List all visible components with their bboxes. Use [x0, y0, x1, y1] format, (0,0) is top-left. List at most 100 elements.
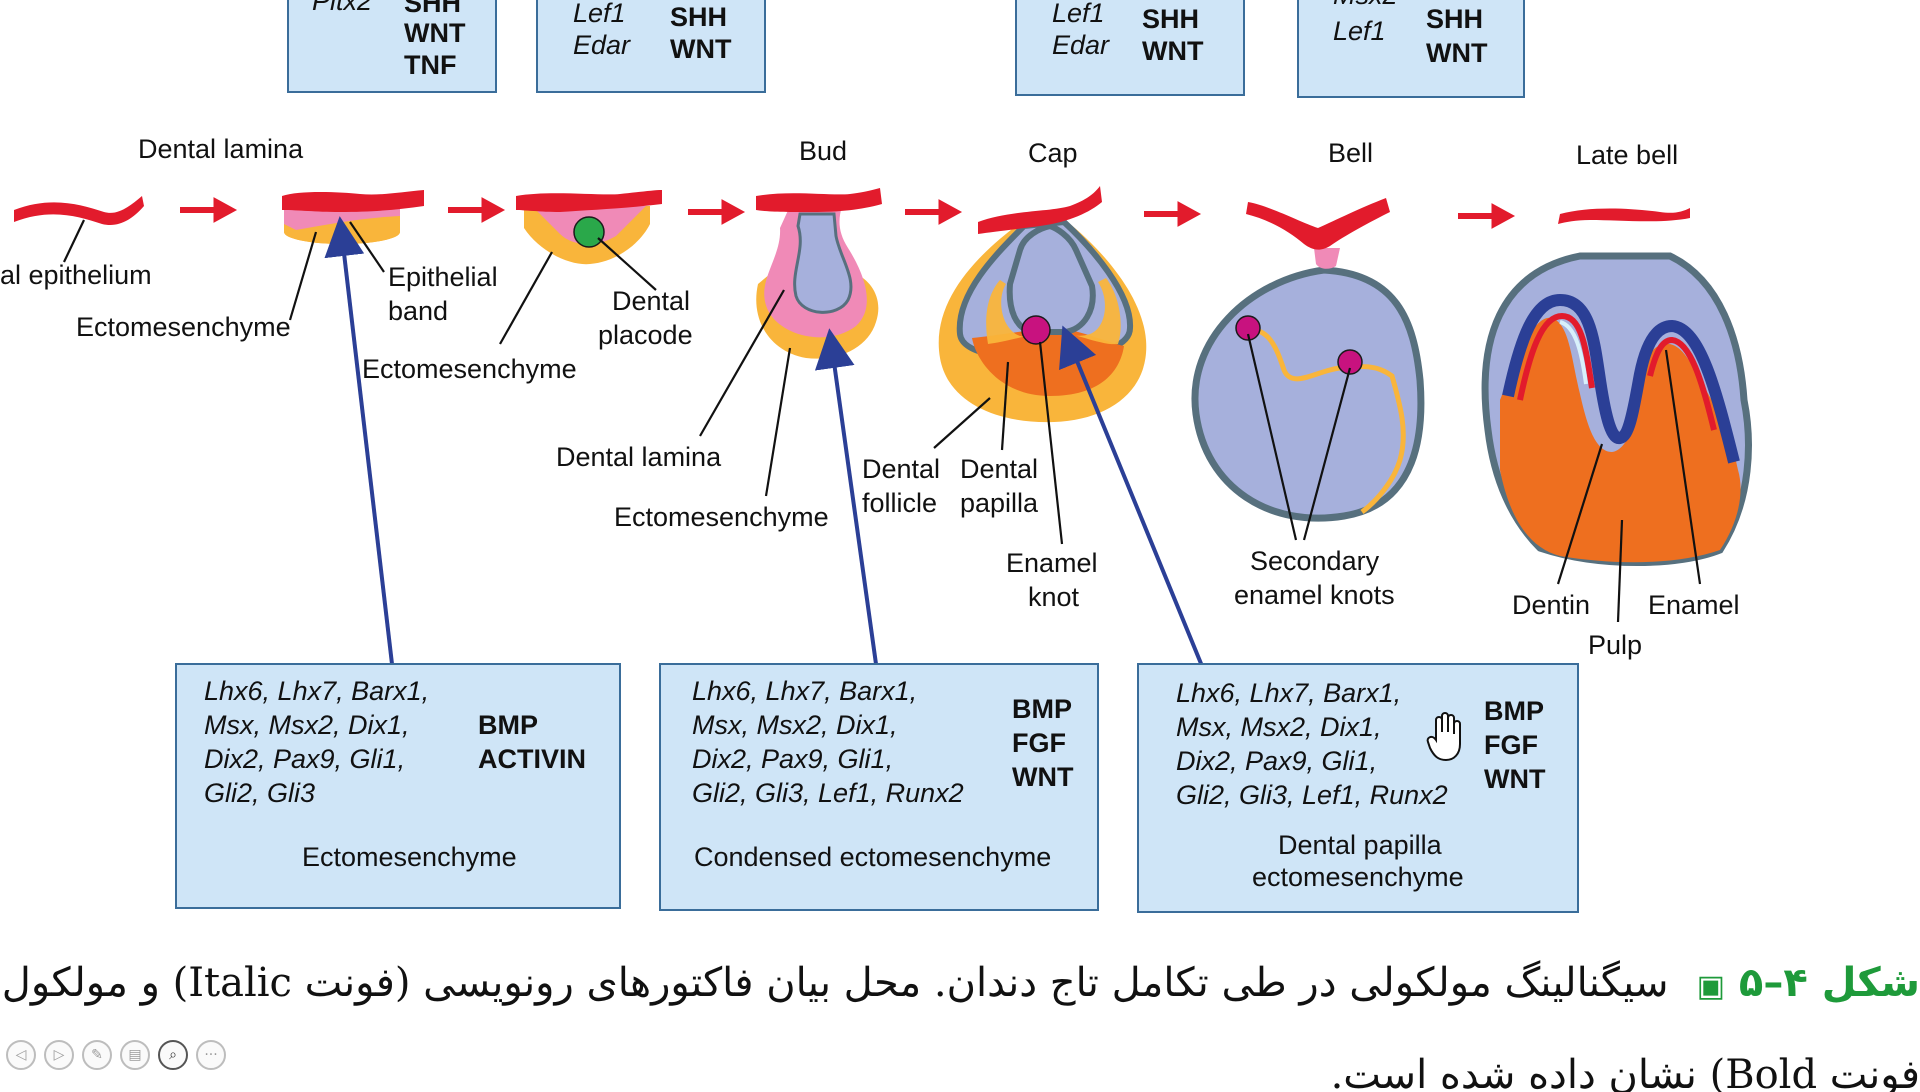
- top-box-1-factor-3: TNF: [404, 50, 456, 80]
- label-dentin: Dentin: [1512, 590, 1590, 620]
- bottom-box-ectomesenchyme: Lhx6, Lhx7, Barx1, Msx, Msx2, Dix1, Dix2…: [175, 663, 621, 909]
- stage-late-bell: Late bell: [1576, 140, 1678, 170]
- stage-arrow-5: [1144, 201, 1202, 227]
- box2-title: Condensed ectomesenchyme: [694, 842, 1051, 872]
- top-box-4-factor-2: WNT: [1426, 38, 1488, 68]
- stage-dental-lamina: Dental lamina: [138, 134, 304, 164]
- zoom-icon[interactable]: ⌕: [158, 1040, 188, 1070]
- box2-genes-3: Dix2, Pax9, Gli1,: [692, 744, 893, 774]
- top-box-1-factor-1: SHH: [404, 0, 461, 18]
- pages-icon[interactable]: ▤: [120, 1040, 150, 1070]
- hand-cursor-icon: [1426, 712, 1461, 762]
- caption-figure-number: شکل ۴–۵: [1738, 960, 1920, 1006]
- late-bell-drawing: [1481, 208, 1752, 623]
- box3-factor-2: FGF: [1484, 730, 1538, 760]
- label-pulp: Pulp: [1588, 630, 1642, 660]
- next-page-icon[interactable]: ▷: [44, 1040, 74, 1070]
- caption-text: سیگنالینگ مولکولی در طی تکامل تاج دندان.…: [0, 960, 1669, 1006]
- stage-arrow-6: [1458, 203, 1516, 229]
- more-icon[interactable]: ···: [196, 1040, 226, 1070]
- prev-page-icon[interactable]: ◁: [6, 1040, 36, 1070]
- box1-factor-1: BMP: [478, 710, 538, 740]
- top-box-4: Msx2 Lef1 SHH WNT: [1297, 0, 1525, 98]
- box2-factor-2: FGF: [1012, 728, 1066, 758]
- stage-arrow-3: [688, 199, 746, 225]
- box1-title: Ectomesenchyme: [302, 842, 517, 872]
- label-ectomesenchyme-2: Ectomesenchyme: [362, 354, 577, 384]
- top-box-1: Pitx2 SHH WNT TNF: [287, 0, 497, 93]
- pointer-arrow-2: [814, 328, 878, 665]
- top-box-2: Lef1 Edar SHH WNT: [536, 0, 766, 93]
- bottom-box-condensed: Lhx6, Lhx7, Barx1, Msx, Msx2, Dix1, Dix2…: [659, 663, 1099, 911]
- label-enamel-knot-1: Enamel: [1006, 548, 1098, 578]
- top-box-1-gene-1: Pitx2: [312, 0, 372, 16]
- top-box-3: Lef1 Edar SHH WNT: [1015, 0, 1245, 96]
- viewer-toolbar: ◁ ▷ ✎ ▤ ⌕ ···: [6, 1040, 226, 1074]
- label-enamel-knot-2: knot: [1028, 582, 1080, 612]
- caption-text-2: فونت Bold) نشان داده شده است.: [1330, 1052, 1920, 1092]
- top-box-3-factor-1: SHH: [1142, 4, 1199, 34]
- bud-drawing: [699, 188, 882, 497]
- figure-caption: شکل ۴–۵ ▣ سیگنالینگ مولکولی در طی تکامل تا…: [0, 960, 1920, 1040]
- box2-factor-1: BMP: [1012, 694, 1072, 724]
- box1-factor-2: ACTIVIN: [478, 744, 586, 774]
- label-dental-follicle-2: follicle: [862, 488, 937, 518]
- stage-bell: Bell: [1328, 138, 1373, 168]
- top-box-2-gene-2: Edar: [573, 30, 631, 60]
- oral-epithelium-drawing: [14, 196, 144, 263]
- top-box-2-gene-1: Lef1: [573, 0, 626, 28]
- bottom-box-papilla: Lhx6, Lhx7, Barx1, Msx, Msx2, Dix1, Dix2…: [1137, 663, 1579, 913]
- label-dental-placode-1: Dental: [612, 286, 690, 316]
- stage-arrow-1: [180, 197, 238, 223]
- top-box-2-factor-2: WNT: [670, 34, 732, 64]
- label-dental-lamina-bud: Dental lamina: [556, 442, 722, 472]
- stage-arrow-4: [905, 199, 963, 225]
- box2-factor-3: WNT: [1012, 762, 1074, 792]
- stage-bud: Bud: [799, 136, 847, 166]
- label-oral-epithelium: al epithelium: [0, 260, 152, 290]
- pointer-arrow-3: [1059, 325, 1204, 667]
- stage-arrow-2: [448, 197, 506, 223]
- label-secondary-knots-1: Secondary: [1250, 546, 1380, 576]
- label-epithelial-band-1: Epithelial: [388, 262, 498, 292]
- label-dental-papilla-2: papilla: [960, 488, 1039, 518]
- box3-title-1: Dental papilla: [1278, 830, 1443, 860]
- box2-genes-1: Lhx6, Lhx7, Barx1,: [692, 676, 917, 706]
- label-enamel: Enamel: [1648, 590, 1740, 620]
- top-box-2-factor-1: SHH: [670, 2, 727, 32]
- label-secondary-knots-2: enamel knots: [1234, 580, 1395, 610]
- bell-drawing: [1191, 198, 1425, 541]
- box3-genes-1: Lhx6, Lhx7, Barx1,: [1176, 678, 1401, 708]
- label-dental-placode-2: placode: [598, 320, 693, 350]
- box1-genes-4: Gli2, Gli3: [204, 778, 315, 808]
- top-box-1-factor-2: WNT: [404, 18, 466, 48]
- pen-icon[interactable]: ✎: [82, 1040, 112, 1070]
- top-box-3-gene-2: Edar: [1052, 30, 1110, 60]
- pointer-arrow-1: [324, 216, 394, 665]
- placode-drawing: [499, 190, 662, 345]
- label-dental-follicle-1: Dental: [862, 454, 940, 484]
- box1-genes-3: Dix2, Pax9, Gli1,: [204, 744, 405, 774]
- label-ectomesenchyme-3: Ectomesenchyme: [614, 502, 829, 532]
- box3-title-2: ectomesenchyme: [1252, 862, 1464, 892]
- stage-cap: Cap: [1028, 138, 1078, 168]
- label-dental-papilla-1: Dental: [960, 454, 1038, 484]
- top-box-4-factor-1: SHH: [1426, 4, 1483, 34]
- top-box-4-gene-1: Msx2: [1333, 0, 1398, 10]
- top-box-3-factor-2: WNT: [1142, 36, 1204, 66]
- box3-genes-4: Gli2, Gli3, Lef1, Runx2: [1176, 780, 1448, 810]
- box2-genes-4: Gli2, Gli3, Lef1, Runx2: [692, 778, 964, 808]
- top-box-4-gene-2: Lef1: [1333, 16, 1386, 46]
- box3-genes-2: Msx, Msx2, Dix1,: [1176, 712, 1382, 742]
- box1-genes-1: Lhx6, Lhx7, Barx1,: [204, 676, 429, 706]
- label-epithelial-band-2: band: [388, 296, 448, 326]
- box1-genes-2: Msx, Msx2, Dix1,: [204, 710, 410, 740]
- figure-caption-line-2: فونت Bold) نشان داده شده است.: [0, 1052, 1920, 1092]
- label-ectomesenchyme-1: Ectomesenchyme: [76, 312, 291, 342]
- box2-genes-2: Msx, Msx2, Dix1,: [692, 710, 898, 740]
- caption-square-icon: ▣: [1696, 969, 1725, 1004]
- box3-factor-3: WNT: [1484, 764, 1546, 794]
- top-box-3-gene-1: Lef1: [1052, 0, 1105, 28]
- box3-factor-1: BMP: [1484, 696, 1544, 726]
